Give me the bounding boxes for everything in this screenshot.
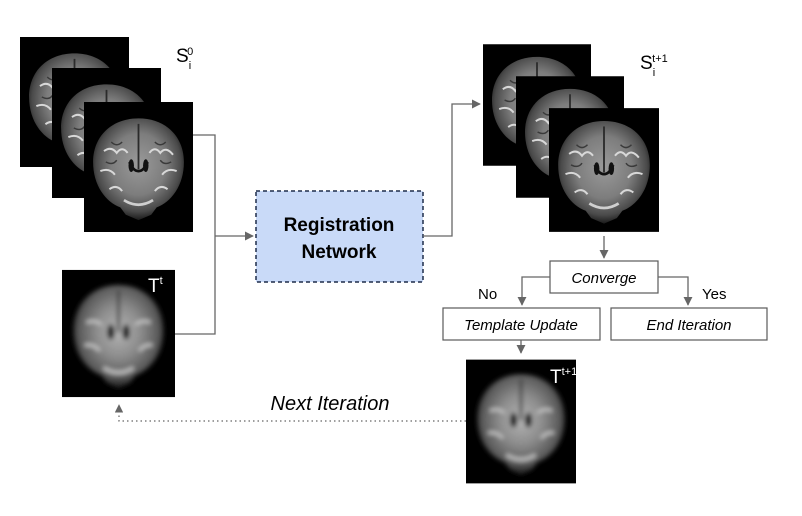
registration-network-line2: Network	[302, 242, 377, 263]
label-template-next: Tt+1	[550, 366, 577, 388]
registration-network-line1: Registration	[284, 215, 395, 236]
end-iteration-label: End Iteration	[646, 317, 731, 334]
converge-label: Converge	[571, 270, 636, 287]
next-iteration-arrow	[114, 404, 466, 422]
decision-branches	[517, 276, 693, 306]
next-iteration-label: Next Iteration	[271, 393, 390, 415]
input-connectors	[175, 134, 254, 335]
output-image-stack	[483, 42, 659, 234]
label-s-initial: Si0	[176, 46, 193, 72]
registration-network-box: Registration Network	[255, 190, 424, 283]
network-to-output-arrow	[423, 99, 481, 237]
converge-box: Converge	[549, 260, 659, 294]
end-iteration-box: End Iteration	[610, 307, 768, 341]
branch-yes-label: Yes	[702, 286, 726, 303]
template-update-label: Template Update	[464, 317, 578, 334]
template-update-box: Template Update	[442, 307, 601, 341]
input-image-stack	[20, 37, 193, 232]
branch-no-label: No	[478, 286, 497, 303]
label-s-next: Sit+1	[640, 53, 668, 79]
label-template: Tt	[148, 275, 163, 297]
